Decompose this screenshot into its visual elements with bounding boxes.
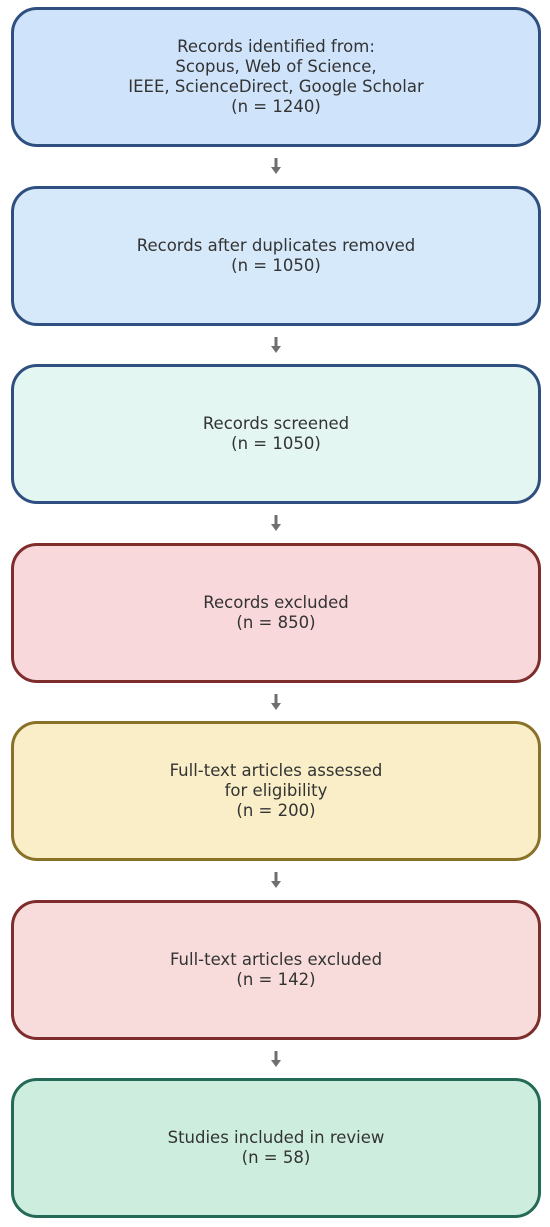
records-identified-box: Records identified from:Scopus, Web of S… [11,7,541,147]
box-text-line: (n = 1050) [231,255,321,275]
records-screened-box: Records screened(n = 1050) [11,364,541,504]
box-text-line: IEEE, ScienceDirect, Google Scholar [128,77,424,96]
box-text-line: (n = 142) [236,969,316,989]
down-arrow-icon [268,1047,284,1071]
down-arrow-icon [268,333,284,357]
box-text-line: Records after duplicates removed [136,235,416,255]
box-text-line: for eligibility [224,781,328,800]
records-excluded-box: Records excluded(n = 850) [11,542,541,683]
box-text-line: Records excluded [203,592,349,612]
box-text-line: Full-text articles assessed [169,761,383,780]
box-text-line: Studies included in review [167,1128,385,1147]
box-text-line: (n = 850) [236,612,316,632]
box-text-line: (n = 1240) [231,97,321,116]
box-text-line: (n = 58) [241,1148,311,1167]
studies-included-box: Studies included in review(n = 58) [11,1078,541,1218]
box-text-line: Scopus, Web of Science, [175,57,377,76]
down-arrow-icon [268,154,284,178]
box-text-line: Records screened [202,414,350,433]
box-text-line: Full-text articles excluded [169,949,383,969]
records-after-duplicates-box: Records after duplicates removed(n = 105… [11,185,541,326]
box-text-line: (n = 200) [236,801,316,820]
box-text-line: Records identified from: [177,37,375,56]
full-text-excluded-box: Full-text articles excluded(n = 142) [11,899,541,1040]
box-text-line: (n = 1050) [231,434,321,453]
down-arrow-icon [268,511,284,535]
down-arrow-icon [268,690,284,714]
down-arrow-icon [268,868,284,892]
